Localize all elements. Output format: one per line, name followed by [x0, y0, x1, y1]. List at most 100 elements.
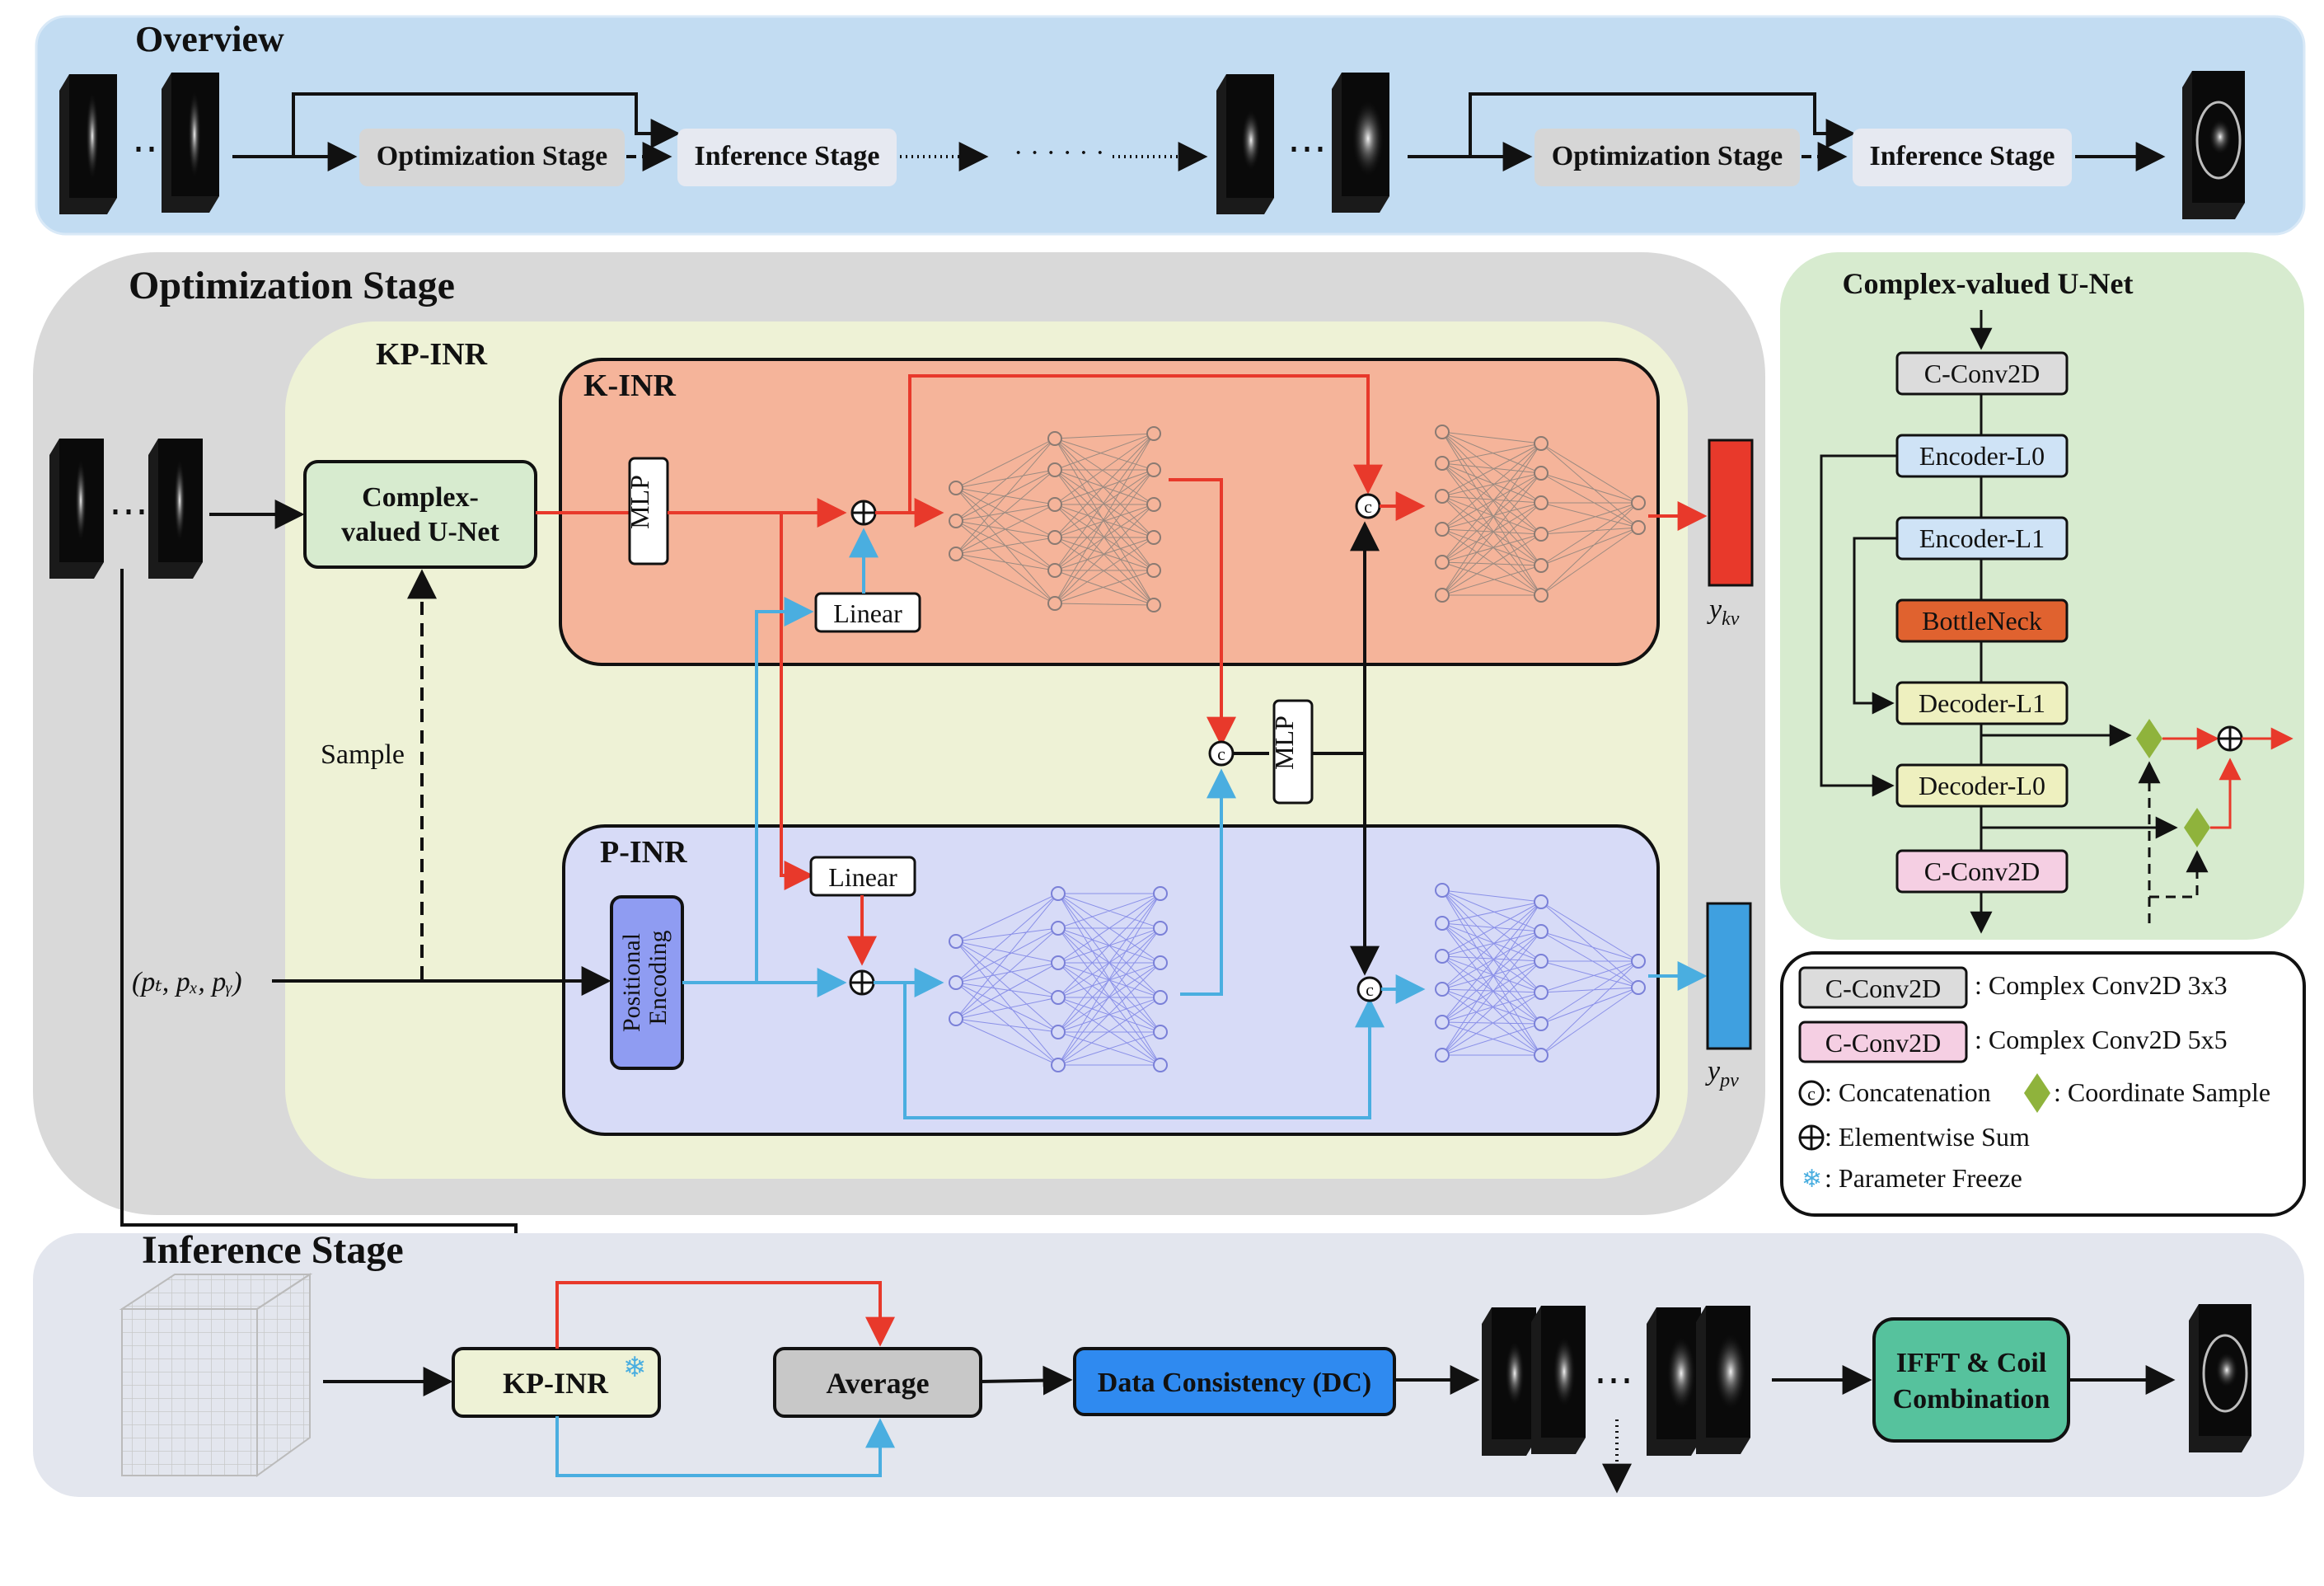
arrow: [292, 92, 681, 157]
red-arrow: [1169, 478, 1236, 747]
overview-inference-stage-label: Inference Stage: [1869, 141, 2055, 171]
svg-text:: Elementwise Sum: : Elementwise Sum: [1825, 1122, 2030, 1152]
overview-panel: Overview ⋯ Optimization Stage Inference …: [35, 15, 2306, 236]
blue-arrow: [1180, 768, 1236, 996]
overview-input-slices: ⋯: [59, 73, 219, 214]
arrow: [1469, 92, 1856, 157]
complex-unet-label-line1: Complex-: [362, 482, 479, 513]
kpinr-title: KP-INR: [376, 337, 488, 372]
pinr-box: [562, 824, 1660, 1136]
overview-output-image: [2182, 71, 2245, 219]
ellipsis: ⋯: [1287, 127, 1327, 171]
overview-inference-stage-box: [1853, 129, 2072, 186]
final-reconstruction-image: [2189, 1304, 2251, 1452]
pinr-network-1: [949, 886, 1168, 1072]
ifft-label-line2: Combination: [1893, 1384, 2050, 1415]
svg-text:BottleNeck: BottleNeck: [1922, 606, 2042, 636]
pinr-network-2: [1435, 883, 1646, 1063]
svg-text:C-Conv2D: C-Conv2D: [1825, 1028, 1941, 1058]
freeze-icon: ❄: [623, 1353, 647, 1383]
svg-text:Encoder-L0: Encoder-L0: [1919, 441, 2045, 471]
legend-conv3-swatch: [1798, 966, 1968, 1009]
svg-text:C-Conv2D: C-Conv2D: [1825, 974, 1941, 1003]
complex-unet-box: [303, 460, 537, 569]
blue-arrow: [555, 1416, 895, 1477]
svg-text:c: c: [1807, 1083, 1816, 1104]
overview-optimization-stage-label: Optimization Stage: [1552, 141, 1783, 171]
overview-dots: · · · · · ·: [1014, 138, 1104, 168]
legend-concat-icon: [1798, 1080, 1825, 1106]
svg-text:Decoder-L0: Decoder-L0: [1919, 771, 2045, 800]
legend-conv5-swatch: [1798, 1021, 1968, 1063]
inference-output-slices: ⋯: [1482, 1306, 1750, 1456]
svg-text:C-Conv2D: C-Conv2D: [1924, 359, 2040, 388]
ellipsis: ⋯: [1594, 1358, 1633, 1402]
skip-connection: [1853, 537, 1897, 715]
inference-title: Inference Stage: [142, 1228, 404, 1272]
coordinate-sample-diamond: [2184, 808, 2210, 847]
ellipsis: ⋯: [109, 490, 148, 533]
svg-text:Encoder-L1: Encoder-L1: [1919, 523, 2045, 553]
positional-encoding-label-1: Positional: [618, 933, 645, 1032]
positional-encoding-label-2: Encoding: [644, 931, 672, 1025]
mid-mlp-label: MLP: [1269, 716, 1299, 770]
optimization-input-slices: ⋯: [49, 439, 203, 579]
svg-text:: Complex Conv2D 5x5: : Complex Conv2D 5x5: [1975, 1025, 2228, 1054]
red-arrow: [908, 374, 1383, 513]
inference-kpinr-label: KP-INR: [503, 1367, 609, 1400]
svg-text:: Coordinate Sample: : Coordinate Sample: [2054, 1077, 2270, 1107]
overview-inference-stage-label: Inference Stage: [694, 141, 879, 171]
svg-text:C-Conv2D: C-Conv2D: [1924, 856, 2040, 886]
coordinate-grid-cube: [119, 1273, 313, 1477]
kinr-linear-label: Linear: [833, 598, 902, 628]
inference-panel: Inference Stage KP-INR ❄ Average Data Co…: [33, 1228, 2304, 1497]
kinr-mlp-label: MLP: [625, 475, 654, 529]
average-label: Average: [826, 1367, 929, 1400]
data-consistency-label: Data Consistency (DC): [1098, 1368, 1371, 1398]
pinr-output-bar: [1706, 902, 1752, 1050]
blue-arrow: [903, 983, 1385, 1119]
blue-arrow: [755, 597, 814, 983]
pinr-title: P-INR: [600, 835, 687, 870]
legend-freeze-icon: ❄: [1802, 1166, 1822, 1193]
sample-label: Sample: [321, 739, 405, 770]
skip-connection: [1820, 454, 1897, 797]
ifft-coil-combination-box: [1872, 1317, 2070, 1443]
kinr-network-1: [949, 426, 1161, 612]
kinr-linear-box: [814, 592, 921, 633]
red-arrow: [2210, 758, 2242, 829]
overview-middle-slices: ⋯: [1216, 73, 1389, 214]
svg-text:Decoder-L1: Decoder-L1: [1919, 688, 2045, 718]
svg-text:c: c: [1217, 744, 1225, 764]
optimization-panel: Optimization Stage KP-INR K-INR P-INR ⋯ …: [33, 252, 1765, 1349]
coordinate-sample-diamond: [2136, 719, 2162, 758]
average-box: [773, 1347, 982, 1418]
legend-coordinate-sample-icon: [2024, 1073, 2050, 1113]
optimization-title: Optimization Stage: [129, 264, 455, 307]
coordinate-input-label: (pₜ, pₓ, pᵧ): [132, 967, 242, 997]
arrow: [980, 1365, 1073, 1396]
svg-text:: Complex Conv2D 3x3: : Complex Conv2D 3x3: [1975, 970, 2228, 1000]
data-consistency-box: [1073, 1347, 1396, 1416]
kinr-title: K-INR: [583, 368, 676, 403]
red-arrow: [555, 1281, 895, 1349]
overview-optimization-stage-label: Optimization Stage: [377, 141, 607, 171]
pinr-output-label: ypv: [1705, 1056, 1739, 1091]
overview-optimization-stage-box: [359, 129, 625, 186]
overview-inference-stage-box: [677, 129, 897, 186]
unet-panel: Complex-valued U-Net C-Conv2D Encoder-L0…: [1780, 252, 2304, 940]
complex-unet-label-line2: valued U-Net: [341, 517, 499, 547]
legend-panel: C-Conv2D : Complex Conv2D 3x3 C-Conv2D :…: [1780, 951, 2306, 1217]
svg-text:c: c: [1366, 979, 1374, 1000]
overview-optimization-stage-box: [1534, 129, 1800, 186]
red-arrow: [780, 513, 814, 890]
unet-panel-title: Complex-valued U-Net: [1843, 267, 2134, 300]
svg-text:c: c: [1364, 496, 1372, 517]
kinr-network-2: [1435, 425, 1646, 603]
svg-text:: Concatenation: : Concatenation: [1825, 1077, 1991, 1107]
kinr-output-bar: [1708, 439, 1754, 587]
svg-text:: Parameter Freeze: : Parameter Freeze: [1825, 1163, 2022, 1193]
overview-title: Overview: [135, 19, 284, 59]
kinr-output-label: ykv: [1707, 594, 1740, 630]
